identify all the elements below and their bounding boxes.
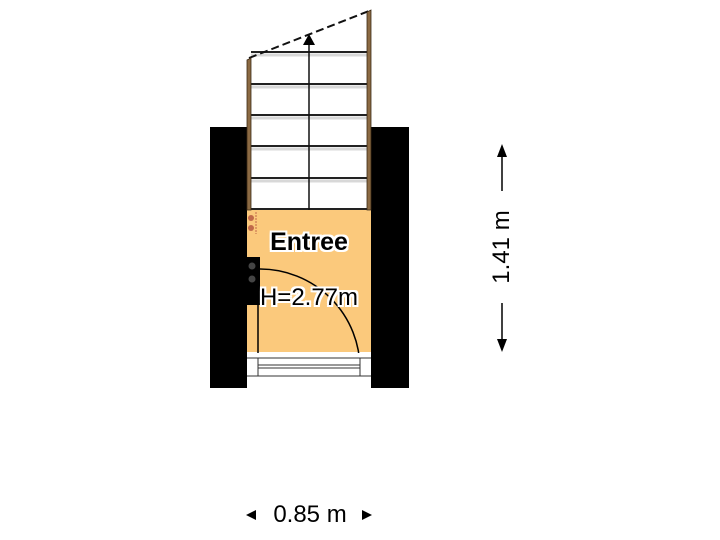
wall-right [371, 127, 409, 388]
dimension-arrow-left-icon [246, 510, 256, 520]
room-height-label: H=2.77m [259, 284, 359, 311]
dimension-arrow-icon [497, 144, 507, 352]
radiator-icon [248, 212, 257, 234]
dimension-arrow-right-icon [362, 510, 372, 520]
meter-box-icon [246, 257, 260, 305]
room-name-label: Entree [270, 228, 348, 256]
horizontal-dimension-label: 0.85 m [260, 501, 360, 529]
vertical-dimension-label: 1.41 m [488, 191, 516, 303]
stair-direction-arrow-icon [303, 34, 315, 45]
wall-left [210, 127, 247, 388]
